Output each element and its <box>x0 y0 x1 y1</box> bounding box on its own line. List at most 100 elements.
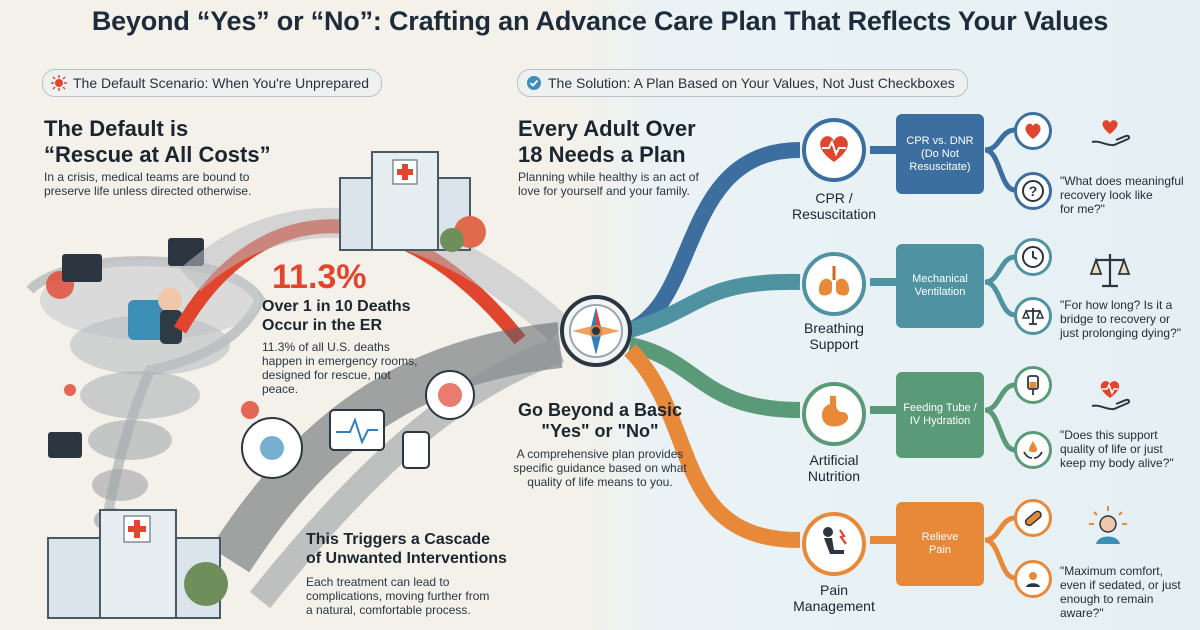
pain-question-line-2: even if sedated, or just <box>1060 578 1181 592</box>
pain-question: "Maximum comfort, even if sedated, or ju… <box>1060 564 1181 620</box>
nutrition-question-line-1: "Does this support <box>1060 428 1158 442</box>
pill-icon <box>1014 499 1052 537</box>
scales-small-icon <box>1014 297 1052 335</box>
default-heading-line-1: The Default is <box>44 116 189 141</box>
er-stat-heading: Over 1 in 10 Deaths Occur in the ER <box>262 297 411 335</box>
cpr-circle <box>802 118 866 182</box>
go-beyond-heading: Go Beyond a Basic "Yes" or "No" <box>490 400 710 442</box>
er-stat-desc-line-2: happen in emergency rooms, <box>262 354 418 368</box>
stomach-icon <box>814 392 854 437</box>
go-beyond-desc-line-1: A comprehensive plan provides <box>516 447 684 461</box>
go-beyond-heading-line-2: "Yes" or "No" <box>541 421 659 441</box>
solution-pill: The Solution: A Plan Based on Your Value… <box>517 69 968 97</box>
cpr-category-line-1: CPR / <box>815 190 853 206</box>
default-desc-line-2: preserve life unless directed otherwise. <box>44 184 252 198</box>
breathing-question-line-3: just prolonging dying?" <box>1060 326 1182 340</box>
lungs-icon <box>814 262 854 307</box>
cascade-desc-line-1: Each treatment can lead to <box>306 575 450 589</box>
cpr-category: CPR / Resuscitation <box>772 190 896 222</box>
er-stat-heading-line-2: Occur in the ER <box>262 317 383 334</box>
hospital-illustration-bottom <box>47 509 228 619</box>
every-adult-description: Planning while healthy is an act of love… <box>518 170 699 198</box>
pain-category: Pain Management <box>772 582 896 614</box>
every-adult-desc-line-1: Planning while healthy is an act of <box>518 170 699 184</box>
feeding-tube-box-line-1: Feeding Tube / <box>903 402 977 414</box>
cascade-desc-line-2: complications, moving further from <box>306 589 490 603</box>
default-scenario-label: The Default Scenario: When You're Unprep… <box>73 75 370 91</box>
default-desc-line-1: In a crisis, medical teams are bound to <box>44 170 250 184</box>
pain-question-line-4: aware?" <box>1060 606 1104 620</box>
cpr-category-line-2: Resuscitation <box>791 206 877 222</box>
heart-in-hand-icon <box>1086 110 1134 158</box>
hospital-illustration-top <box>339 151 486 252</box>
patient-pain-icon <box>814 522 854 567</box>
cpr-question-line-3: for me?" <box>1060 202 1105 216</box>
nutrition-circle <box>802 382 866 446</box>
er-death-stat: 11.3% <box>272 258 367 296</box>
breathing-question-line-2: bridge to recovery or <box>1060 312 1171 326</box>
cpr-box-line-1: CPR vs. DNR <box>906 134 974 147</box>
hands-water-drop-icon <box>1014 431 1052 469</box>
er-stat-desc-line-4: peace. <box>262 382 299 396</box>
relieve-pain-box: Relieve Pain <box>896 502 984 586</box>
calm-person-icon <box>1084 502 1132 550</box>
cpr-question-line-1: "What does meaningful <box>1060 174 1184 188</box>
feeding-tube-box-line-2: IV Hydration <box>909 415 971 427</box>
branch-flows <box>624 127 1016 581</box>
tornado-illustration <box>26 238 266 561</box>
cpr-dnr-box: CPR vs. DNR (Do Not Resuscitate) <box>896 114 984 194</box>
relieve-pain-box-line-2: Pain <box>928 544 952 556</box>
cascade-desc-line-3: a natural, comfortable process. <box>306 603 471 617</box>
go-beyond-heading-line-1: Go Beyond a Basic <box>517 400 683 420</box>
cascade-heading-line-1: This Triggers a Cascade <box>306 531 491 548</box>
nutrition-question: "Does this support quality of life or ju… <box>1060 428 1174 470</box>
person-aware-icon <box>1014 560 1052 598</box>
virus-icon <box>51 75 67 91</box>
go-beyond-desc-line-2: specific guidance based on what <box>513 461 687 475</box>
solution-label: The Solution: A Plan Based on Your Value… <box>548 75 955 91</box>
nutrition-question-line-2: quality of life or just <box>1060 442 1163 456</box>
relieve-pain-box-line-1: Relieve <box>921 531 959 543</box>
scales-of-justice-icon <box>1086 246 1134 294</box>
pain-question-line-3: enough to remain <box>1060 592 1154 606</box>
page-title: Beyond “Yes” or “No”: Crafting an Advanc… <box>91 6 1109 36</box>
heart-ecg-icon <box>814 128 854 173</box>
cpr-question-line-2: recovery look like <box>1060 188 1153 202</box>
pain-category-line-2: Management <box>793 598 875 614</box>
nutrition-category-line-2: Nutrition <box>807 468 861 484</box>
svg-text:?: ? <box>1029 183 1038 199</box>
ventilation-box-line-2: Ventilation <box>914 286 966 298</box>
clock-icon <box>1014 238 1052 276</box>
cascade-heading: This Triggers a Cascade of Unwanted Inte… <box>306 530 507 568</box>
go-beyond-desc-line-3: quality of life means to you. <box>527 475 673 489</box>
breathing-category-line-1: Breathing <box>804 320 864 336</box>
feeding-tube-box: Feeding Tube / IV Hydration <box>896 372 984 458</box>
cpr-box-line-3: Resuscitate) <box>909 160 971 173</box>
pain-category-line-1: Pain <box>819 582 849 598</box>
every-adult-desc-line-2: love for yourself and your family. <box>518 184 690 198</box>
breathing-category: Breathing Support <box>772 320 896 352</box>
nutrition-question-line-3: keep my body alive?" <box>1060 456 1174 470</box>
default-scenario-pill: The Default Scenario: When You're Unprep… <box>42 69 383 97</box>
every-adult-heading: Every Adult Over 18 Needs a Plan <box>518 116 696 168</box>
nutrition-category-line-1: Artificial <box>809 452 859 468</box>
cpr-box-line-2: (Do Not <box>921 147 959 160</box>
er-stat-heading-line-1: Over 1 in 10 Deaths <box>262 298 411 315</box>
breathing-question-line-1: "For how long? Is it a <box>1060 298 1173 312</box>
er-stat-description: 11.3% of all U.S. deaths happen in emerg… <box>262 340 417 396</box>
iv-bag-icon <box>1014 366 1052 404</box>
nutrition-category: Artificial Nutrition <box>772 452 896 484</box>
cascade-heading-line-2: of Unwanted Interventions <box>306 550 507 567</box>
breathing-circle <box>802 252 866 316</box>
check-circle-icon <box>526 75 542 91</box>
er-stat-desc-line-3: designed for rescue, not <box>262 368 391 382</box>
question-icon: ? <box>1014 172 1052 210</box>
hand-heart-ecg-icon <box>1086 372 1134 420</box>
ventilation-box: Mechanical Ventilation <box>896 244 984 328</box>
every-adult-heading-line-1: Every Adult Over <box>518 116 696 141</box>
default-heading: The Default is “Rescue at All Costs” <box>44 116 271 168</box>
intervention-icons <box>241 370 475 479</box>
default-heading-line-2: “Rescue at All Costs” <box>44 142 271 167</box>
